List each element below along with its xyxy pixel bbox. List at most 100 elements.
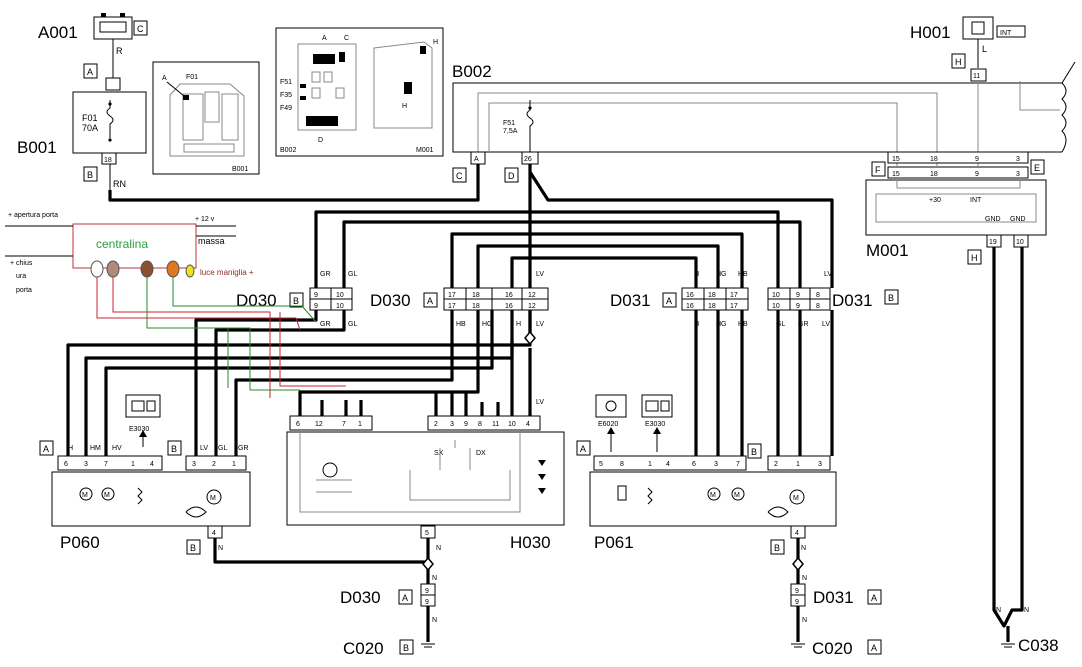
svg-text:F51: F51 <box>503 120 515 127</box>
svg-text:F49: F49 <box>280 105 292 112</box>
svg-text:M: M <box>82 492 88 499</box>
svg-text:B: B <box>751 447 757 457</box>
svg-text:15: 15 <box>892 156 900 163</box>
svg-text:9: 9 <box>975 156 979 163</box>
svg-text:B: B <box>774 543 780 553</box>
svg-text:H: H <box>433 39 438 46</box>
svg-text:E3030: E3030 <box>645 421 665 428</box>
svg-text:17: 17 <box>448 303 456 310</box>
svg-text:A: A <box>43 444 49 454</box>
pin-white <box>90 260 104 278</box>
svg-text:A: A <box>87 67 93 77</box>
svg-text:12: 12 <box>528 292 536 299</box>
svg-text:2: 2 <box>774 461 778 468</box>
svg-text:RN: RN <box>113 179 126 189</box>
svg-text:10: 10 <box>508 421 516 428</box>
svg-text:E6020: E6020 <box>598 421 618 428</box>
pin-pink <box>106 260 120 278</box>
mirror-p061 <box>589 471 837 527</box>
svg-text:B: B <box>888 293 894 303</box>
svg-text:F01: F01 <box>186 74 198 81</box>
svg-text:C: C <box>344 35 349 42</box>
svg-text:3: 3 <box>1016 171 1020 178</box>
svg-text:LV: LV <box>824 271 832 278</box>
svg-text:B001: B001 <box>232 166 248 173</box>
svg-text:6: 6 <box>296 421 300 428</box>
svg-text:M: M <box>793 495 799 502</box>
svg-text:M: M <box>734 492 740 499</box>
svg-text:F35: F35 <box>280 92 292 99</box>
svg-text:C: C <box>137 24 144 34</box>
label-d030-bottom: D030 <box>340 588 381 607</box>
svg-text:GR: GR <box>320 321 331 328</box>
note-12v: + 12 v <box>195 216 215 223</box>
svg-text:N: N <box>1024 607 1029 614</box>
svg-text:HG: HG <box>716 271 727 278</box>
svg-text:16: 16 <box>505 292 513 299</box>
label-a001: A001 <box>38 23 78 42</box>
svg-text:A: A <box>402 593 408 603</box>
svg-text:2: 2 <box>212 461 216 468</box>
label-d031-a: D031 <box>610 291 651 310</box>
svg-text:HB: HB <box>456 321 466 328</box>
svg-text:N: N <box>802 575 807 582</box>
note-massa: massa <box>198 236 225 246</box>
svg-text:12: 12 <box>315 421 323 428</box>
svg-text:ura: ura <box>16 273 26 280</box>
svg-text:E3030: E3030 <box>129 426 149 433</box>
inset-b002-m001-layout <box>275 27 444 157</box>
svg-text:LV: LV <box>536 321 544 328</box>
svg-text:16: 16 <box>686 292 694 299</box>
centralina-box <box>72 223 197 269</box>
svg-text:8: 8 <box>478 421 482 428</box>
svg-text:17: 17 <box>730 303 738 310</box>
svg-text:F51: F51 <box>280 79 292 86</box>
svg-text:A: A <box>580 444 586 454</box>
svg-text:9: 9 <box>975 171 979 178</box>
svg-text:GR: GR <box>798 321 809 328</box>
mirror-p060 <box>51 471 251 527</box>
svg-text:N: N <box>996 607 1001 614</box>
svg-text:9: 9 <box>795 588 799 595</box>
ignition-switch-icon <box>962 16 994 40</box>
label-b002: B002 <box>452 62 492 81</box>
svg-text:3: 3 <box>818 461 822 468</box>
note-centralina: centralina <box>96 237 148 251</box>
note-luce-maniglia: luce maniglia + <box>200 268 254 277</box>
label-c020-a: C020 <box>812 639 853 658</box>
label-h030: H030 <box>510 533 551 552</box>
svg-text:3: 3 <box>192 461 196 468</box>
svg-text:D: D <box>508 171 515 181</box>
svg-text:9: 9 <box>796 292 800 299</box>
svg-text:LV: LV <box>536 271 544 278</box>
svg-text:11: 11 <box>492 421 499 428</box>
svg-text:GR: GR <box>320 271 331 278</box>
svg-text:GR: GR <box>238 445 249 452</box>
svg-text:SX: SX <box>434 450 444 457</box>
svg-text:11: 11 <box>973 73 980 80</box>
svg-text:A: A <box>871 593 877 603</box>
svg-text:4: 4 <box>666 461 670 468</box>
svg-text:B: B <box>171 444 177 454</box>
svg-text:1: 1 <box>232 461 236 468</box>
svg-text:7: 7 <box>104 461 108 468</box>
svg-text:E: E <box>1034 163 1040 173</box>
svg-text:H: H <box>971 253 978 263</box>
svg-text:M: M <box>104 492 110 499</box>
fusebox-b002 <box>452 82 1062 153</box>
svg-text:porta: porta <box>16 287 32 294</box>
svg-text:INT: INT <box>970 197 982 204</box>
svg-text:N: N <box>801 545 806 552</box>
svg-text:19: 19 <box>989 239 997 246</box>
svg-text:H: H <box>402 103 407 110</box>
svg-text:H: H <box>694 271 699 278</box>
svg-text:HG: HG <box>482 321 493 328</box>
svg-text:18: 18 <box>708 292 716 299</box>
svg-text:GND: GND <box>985 216 1001 223</box>
label-c020-b: C020 <box>343 639 384 658</box>
label-d031-bottom: D031 <box>813 588 854 607</box>
switch-panel-h030 <box>286 431 565 526</box>
svg-text:B: B <box>293 296 299 306</box>
module-m001 <box>865 179 1047 236</box>
svg-text:F: F <box>875 165 881 175</box>
